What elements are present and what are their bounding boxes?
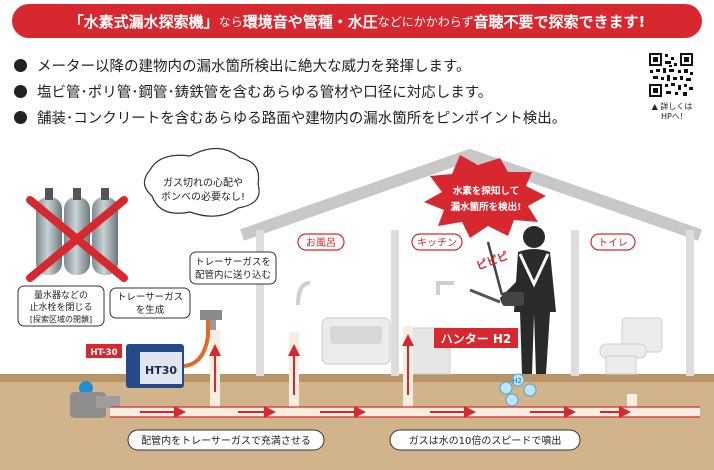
svg-text:トレーサーガスを: トレーサーガスを (195, 257, 271, 268)
hunter-h2-label: ハンター H2 (434, 328, 518, 348)
svg-text:H2: H2 (512, 377, 522, 385)
bottom-label-speed: ガスは水の10倍のスピードで噴出 (389, 429, 581, 451)
qr-caption: ▲ 詳しくは HPへ! (638, 102, 706, 122)
svg-text:[探索区域の閉鎖]: [探索区域の閉鎖] (30, 314, 92, 324)
feature-item: 舗装･コンクリートを含むあらゆる路面や建物内の漏水箇所をピンポイント検出。 (14, 104, 634, 130)
bullet-icon (14, 58, 27, 72)
bullet-icon (14, 84, 27, 98)
feature-item: 塩ビ管･ポリ管･鋼管･鋳鉄管を含むあらゆる管材や口径に対応します。 (14, 78, 634, 104)
qr-code-icon[interactable] (648, 52, 694, 98)
qr-caption-line: HPへ! (660, 112, 684, 121)
svg-text:を生成: を生成 (136, 304, 165, 316)
ht30-generator-icon: HT30 (126, 344, 184, 388)
feature-text: 舗装･コンクリートを含むあらゆる路面や建物内の漏水箇所をピンポイント検出。 (37, 110, 567, 127)
supply-hose (183, 318, 210, 368)
tracer-inject-callout: トレーサーガスを 配管内に送り込む (189, 251, 277, 285)
hydrogen-bubbles: H2 (499, 373, 537, 407)
ground (0, 380, 714, 470)
svg-text:ボンベの必要なし!: ボンベの必要なし! (161, 190, 245, 203)
svg-text:配管内に送り込む: 配管内に送り込む (195, 269, 271, 281)
ground-surface (0, 374, 714, 382)
ht30-tag: HT-30 (86, 344, 122, 358)
bullet-icon (14, 110, 27, 124)
svg-text:キッチン: キッチン (417, 237, 457, 249)
banner-conditions: 環境音や管種・水圧 (242, 12, 378, 31)
svg-text:水素を探知して: 水素を探知して (453, 185, 519, 197)
svg-text:トイレ: トイレ (598, 238, 628, 249)
svg-text:量水器などの: 量水器などの (34, 289, 88, 301)
svg-text:止水栓を閉じる: 止水栓を閉じる (29, 301, 92, 313)
svg-text:トレーサーガス: トレーサーガス (117, 292, 183, 303)
water-meter-icon (70, 381, 120, 418)
svg-text:お風呂: お風呂 (306, 237, 336, 249)
room-label-bath: お風呂 (297, 233, 345, 251)
svg-text:HT-30: HT-30 (90, 348, 117, 358)
room-label-kitchen: キッチン (411, 233, 463, 251)
svg-text:配管内をトレーサーガスで充満させる: 配管内をトレーサーガスで充満させる (141, 434, 311, 447)
feature-text: メーター以降の建物内の漏水箇所検出に絶大な威力を発揮します。 (37, 58, 471, 75)
toilet-icon (599, 317, 663, 375)
feature-text: 塩ビ管･ポリ管･鋼管･鋳鉄管を含むあらゆる管材や口径に対応します。 (37, 84, 493, 101)
hunter-h2-detector-icon (486, 241, 524, 306)
svg-text:ガス切れの心配や: ガス切れの心配や (163, 177, 243, 189)
banner-claim: 音聴不要で探索できます! (473, 12, 646, 31)
product-name: 「水素式漏水探索機」 (68, 12, 219, 31)
gas-cylinders-icon (26, 188, 128, 282)
room-label-toilet: トイレ (590, 233, 636, 251)
qr-caption-line: ▲ 詳しくは (651, 102, 693, 111)
banner-connector-1: なら (218, 14, 243, 29)
headline-banner: 「水素式漏水探索機」 なら 環境音や管種・水圧 などにかかわらず 音聴不要で探索… (12, 4, 702, 38)
beep-text: ピピピ (475, 249, 510, 273)
svg-text:ハンター H2: ハンター H2 (441, 332, 512, 346)
house-outline (240, 149, 702, 241)
gas-flow-arrows (140, 334, 631, 418)
no-gas-callout: ガス切れの心配や ボンベの必要なし! (143, 147, 260, 217)
tracer-generate-callout: トレーサーガス を生成 (109, 287, 191, 319)
meter-shutoff-callout: 量水器などの 止水栓を閉じる [探索区域の閉鎖] (17, 285, 105, 327)
bathtub-icon (296, 281, 391, 365)
banner-connector-2: などにかかわらず (377, 14, 474, 29)
bottom-label-fill: 配管内をトレーサーガスで充満させる (127, 429, 325, 451)
feature-list: メーター以降の建物内の漏水箇所検出に絶大な威力を発揮します。 塩ビ管･ポリ管･鋼… (14, 52, 634, 130)
feature-item: メーター以降の建物内の漏水箇所検出に絶大な威力を発揮します。 (14, 52, 634, 78)
svg-text:漏水箇所を検出!: 漏水箇所を検出! (451, 201, 522, 213)
detection-burst: 水素を探知して 漏水箇所を検出! (424, 155, 546, 238)
svg-text:HT30: HT30 (145, 364, 177, 377)
svg-text:ガスは水の10倍のスピードで噴出: ガスは水の10倍のスピードで噴出 (409, 434, 562, 447)
pipe-outline (110, 406, 700, 418)
leak-detection-diagram: お風呂 キッチン トイレ ガス切れの心配や ボンベの必要なし! (0, 147, 714, 470)
